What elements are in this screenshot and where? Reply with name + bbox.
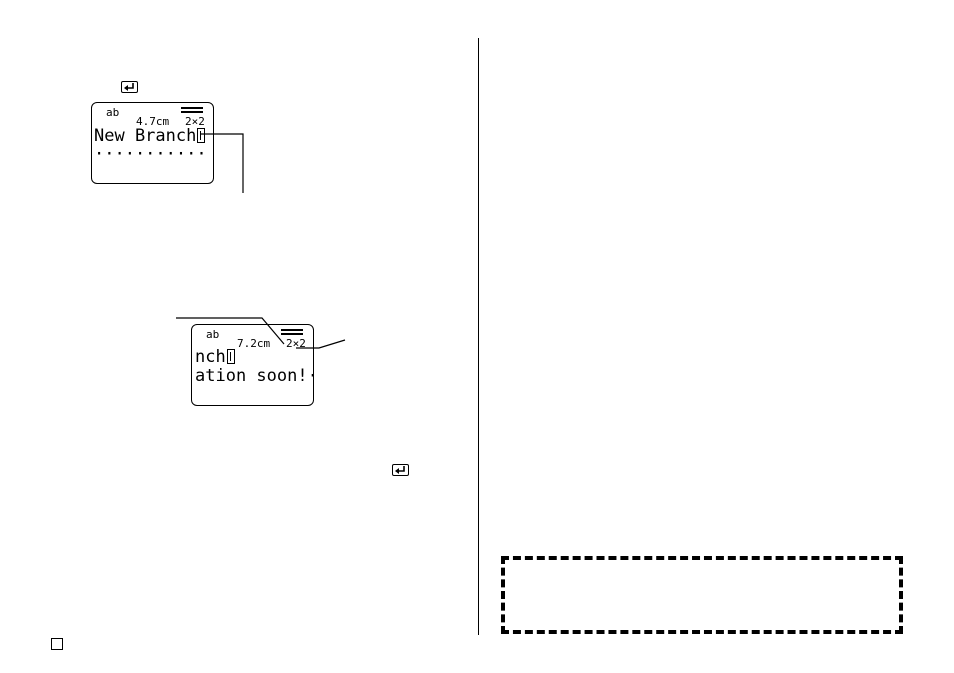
enter-key-icon-2 [392,464,409,476]
display2-size-bars-icon [281,329,303,335]
display1-line2: ··········· [94,144,207,164]
display1-length: 4.7cm [136,115,170,128]
callout-length-2 [176,317,285,345]
display2-mode: ab [206,328,220,341]
display1-line1: New Branch [94,127,206,145]
display2-length: 7.2cm [237,337,271,350]
display2-size: 2×2 [286,337,306,350]
page-marker-square [51,638,63,650]
column-divider [478,38,479,635]
dashed-note-box [501,556,903,634]
lcd-display-1: ab 4.7cm 2×2 New Branch ··········· [91,102,214,184]
display2-line1: nch [195,348,235,366]
display1-size-bars-icon [181,107,203,113]
callout-cursor-1 [201,133,244,193]
display1-mode: ab [106,106,120,119]
callout-size-2 [296,339,346,349]
enter-key-icon [121,81,138,93]
lcd-display-2: ab 7.2cm 2×2 nch ation soon!· [191,324,318,406]
cursor-icon [226,349,235,364]
cursor-icon [197,128,206,143]
display2-line2: ation soon!· [195,366,318,386]
display1-size: 2×2 [185,115,205,128]
